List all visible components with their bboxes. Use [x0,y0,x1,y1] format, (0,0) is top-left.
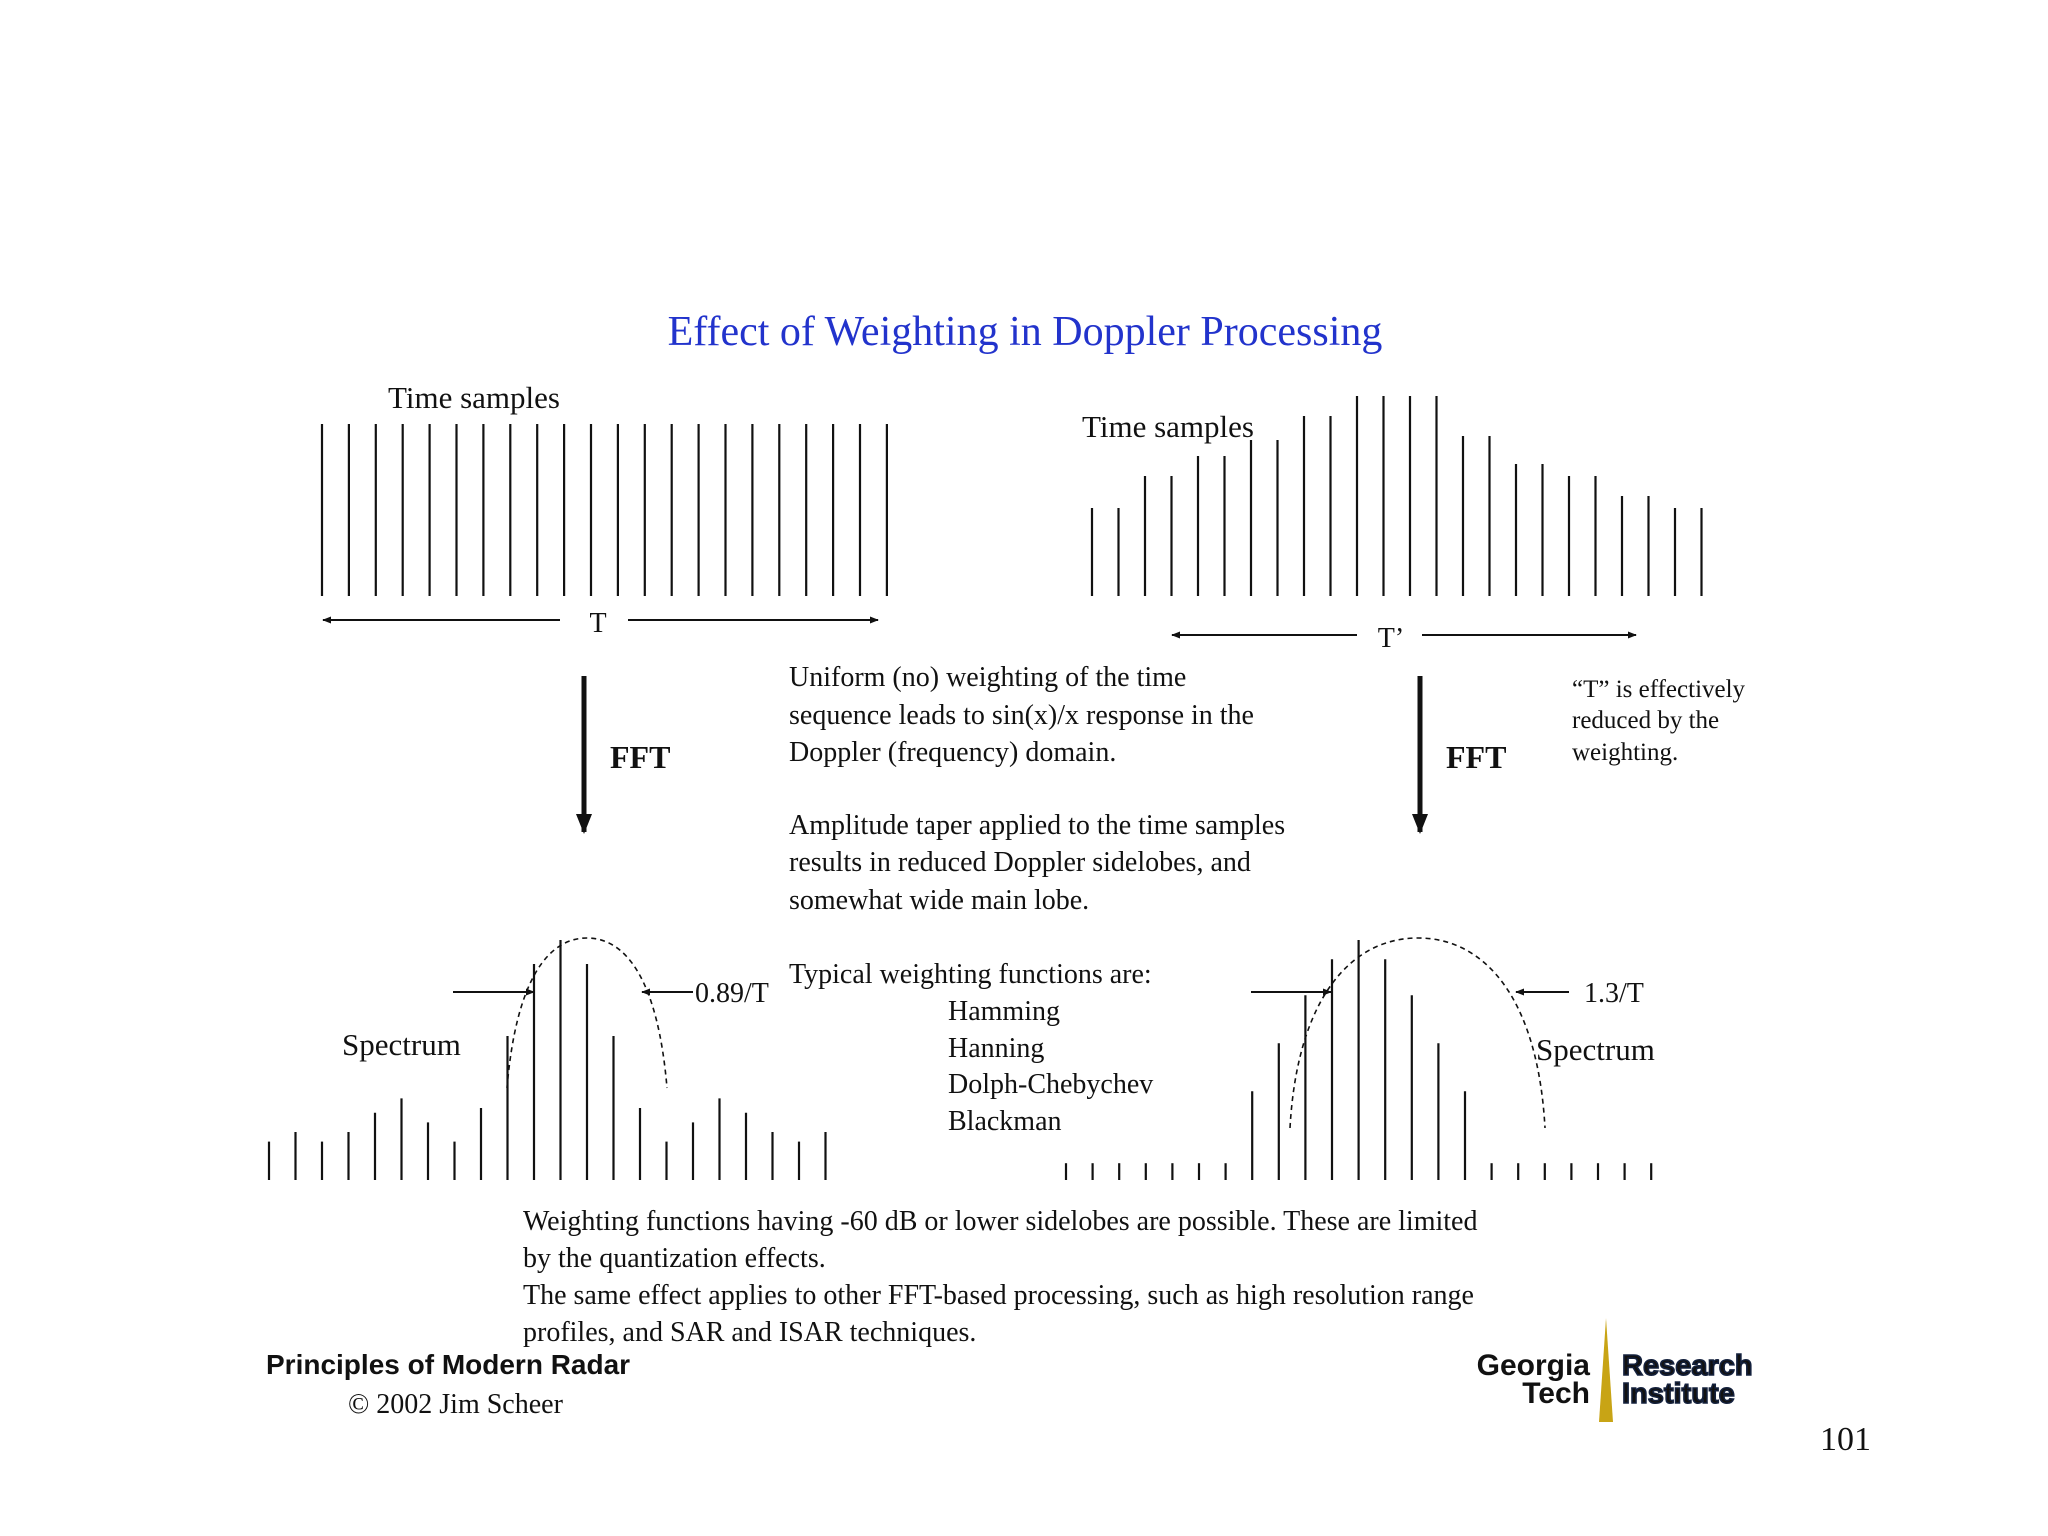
left-spectrum [267,940,827,1180]
right-mainlobe-envelope [1289,937,1546,1129]
bottom-text: Weighting functions having -60 dB or low… [523,1206,1477,1348]
para1-line-3: Doppler (frequency) domain. [789,737,1116,768]
para2-line-1: Amplitude taper applied to the time samp… [789,810,1285,841]
bottom-line-3: The same effect applies to other FFT-bas… [523,1280,1474,1311]
left-fft-label: FFT [610,739,670,775]
page-title: Effect of Weighting in Doppler Processin… [668,309,1383,355]
book-title: Principles of Modern Radar [266,1349,630,1380]
right-note-line-3: weighting. [1572,739,1678,766]
right-time-samples [1090,396,1703,596]
copyright: © 2002 Jim Scheer [348,1389,564,1420]
list-item: Dolph-Chebychev [948,1069,1153,1100]
tower-icon [1599,1318,1613,1422]
left-spectrum-label: Spectrum [342,1027,461,1062]
left-width-label: 0.89/T [695,978,769,1009]
logo-institute: Institute [1622,1378,1735,1410]
right-width-label: 1.3/T [1584,978,1644,1009]
para1-line-2: sequence leads to sin(x)/x response in t… [789,700,1254,731]
right-spectrum-label: Spectrum [1536,1032,1655,1067]
left-mainlobe-envelope [506,937,668,1089]
right-fft-label: FFT [1446,739,1506,775]
right-note-line-2: reduced by the [1572,707,1719,734]
center-text: Uniform (no) weighting of the time seque… [789,662,1285,1137]
bottom-line-2: by the quantization effects. [523,1243,826,1274]
para2-line-3: somewhat wide main lobe. [789,885,1089,916]
bottom-line-1: Weighting functions having -60 dB or low… [523,1206,1477,1237]
page-number: 101 [1820,1421,1871,1458]
logo-tech: Tech [1522,1377,1590,1410]
left-duration-label: T [589,608,606,639]
list-item: Hamming [948,996,1060,1027]
right-duration-label: T’ [1378,623,1404,654]
left-time-samples [320,424,889,596]
bottom-line-4: profiles, and SAR and ISAR techniques. [523,1317,976,1348]
logo-georgia: Georgia [1477,1349,1591,1382]
para1-line-1: Uniform (no) weighting of the time [789,662,1186,693]
left-time-samples-label: Time samples [388,380,560,415]
list-item: Blackman [948,1106,1062,1137]
list-item: Hanning [948,1033,1044,1064]
logo-research: Research [1622,1350,1753,1382]
list-heading: Typical weighting functions are: [789,959,1152,990]
right-note-line-1: “T” is effectively [1572,676,1746,703]
para2-line-2: results in reduced Doppler sidelobes, an… [789,847,1251,878]
georgia-tech-logo: Georgia Tech Research Institute [1477,1318,1753,1422]
right-time-samples-label: Time samples [1082,409,1254,444]
right-spectrum [1064,940,1653,1180]
